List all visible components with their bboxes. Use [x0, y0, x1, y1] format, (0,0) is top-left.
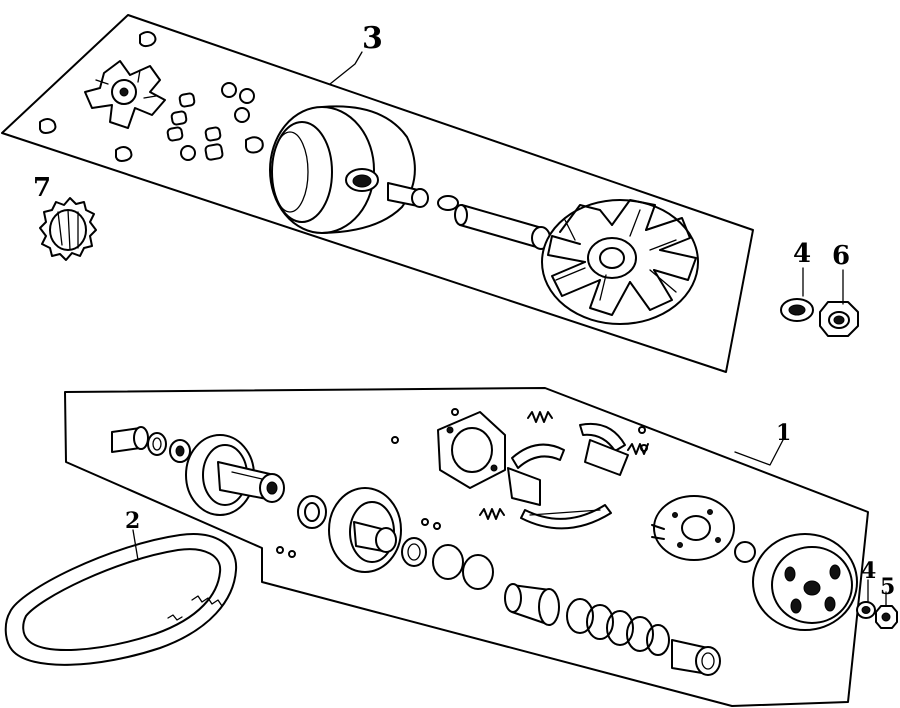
fixed-driven-face	[185, 434, 285, 516]
callout-label-6: 6	[832, 241, 850, 271]
movable-drive-face	[269, 105, 416, 234]
drive-collar	[387, 182, 459, 211]
callout-label-5: 5	[880, 574, 895, 600]
callout-label-2: 2	[125, 508, 140, 534]
drive-sleeve	[454, 204, 551, 250]
drive-pulley-assembly-outline	[1, 14, 754, 373]
drive-belt	[4, 533, 238, 666]
kick-starter-gear	[39, 197, 97, 261]
leader-line-1	[734, 439, 784, 466]
callout-label-7: 7	[33, 173, 51, 203]
callout-label-3: 3	[362, 21, 383, 56]
flange-nut-top	[819, 301, 859, 337]
ramp-plate	[84, 60, 166, 129]
leader-line-2	[132, 529, 139, 561]
clutch-hub	[651, 495, 735, 561]
flange-nut-bottom	[875, 605, 898, 629]
leader-line-3	[329, 51, 363, 85]
callout-label-4-top: 4	[793, 239, 811, 269]
slider-clip	[39, 31, 264, 162]
drive-pulley-assembly-group	[1, 14, 754, 373]
o-ring-set	[401, 537, 494, 590]
hub-seal	[734, 541, 756, 563]
callout-label-1: 1	[776, 420, 791, 446]
driven-sleeve	[504, 583, 560, 626]
torque-spring-small	[479, 411, 649, 520]
callout-label-4-bottom: 4	[861, 558, 876, 584]
compression-spring	[566, 598, 670, 656]
driven-pulley-assembly-group	[64, 387, 869, 707]
washer-bottom	[856, 601, 876, 619]
weight-roller-set	[166, 82, 255, 161]
spring-seat	[671, 639, 721, 676]
oil-seal	[297, 495, 327, 529]
clutch-bell	[752, 533, 858, 631]
washer-top	[780, 298, 814, 322]
driven-pulley-assembly-outline	[64, 387, 869, 707]
needle-bearing-left	[111, 426, 191, 463]
fixed-drive-face-fan	[541, 199, 699, 325]
clutch-carrier-plate	[437, 411, 506, 489]
clutch-shoe-set	[507, 423, 629, 530]
movable-driven-face	[328, 487, 402, 573]
